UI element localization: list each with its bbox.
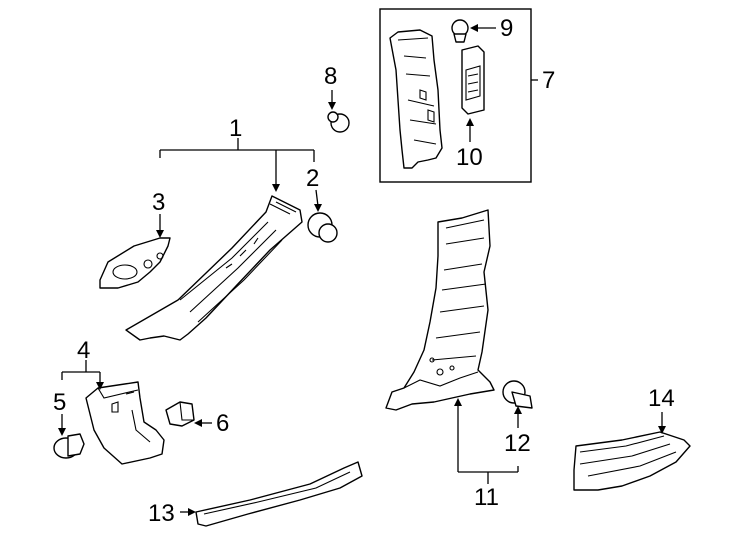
group-7-box [379, 8, 532, 183]
callout-13: 13 [148, 500, 175, 527]
clip-part-2 [307, 212, 338, 243]
callout-2: 2 [306, 165, 319, 192]
callout-5: 5 [53, 389, 66, 416]
rear-pillar-upper-trim [389, 29, 443, 169]
speaker-grille-part-3 [99, 237, 171, 289]
rear-scuff-plate-part-14 [573, 431, 691, 491]
callout-4: 4 [77, 337, 90, 364]
scuff-plate-part-13 [195, 461, 363, 527]
clip-part-8 [327, 111, 350, 133]
front-pillar-trim-part-1 [125, 195, 303, 341]
bracket-part-10 [461, 45, 485, 115]
lower-pillar-trim-part-4 [85, 381, 165, 465]
callout-8: 8 [324, 63, 337, 90]
retainer-part-6 [165, 401, 195, 427]
callout-14: 14 [648, 385, 675, 412]
callout-3: 3 [152, 189, 165, 216]
callout-9: 9 [500, 15, 513, 42]
center-pillar-trim-part-11 [385, 209, 495, 411]
leader-lines [58, 24, 666, 516]
callout-12: 12 [504, 430, 531, 457]
callout-11: 11 [474, 484, 499, 511]
callout-10: 10 [456, 144, 483, 171]
callout-1: 1 [229, 115, 242, 142]
callout-6: 6 [216, 410, 229, 437]
push-clip-part-5 [53, 433, 85, 459]
clip-part-9 [451, 19, 469, 43]
clip-part-12 [502, 380, 533, 409]
callout-7: 7 [542, 67, 555, 94]
